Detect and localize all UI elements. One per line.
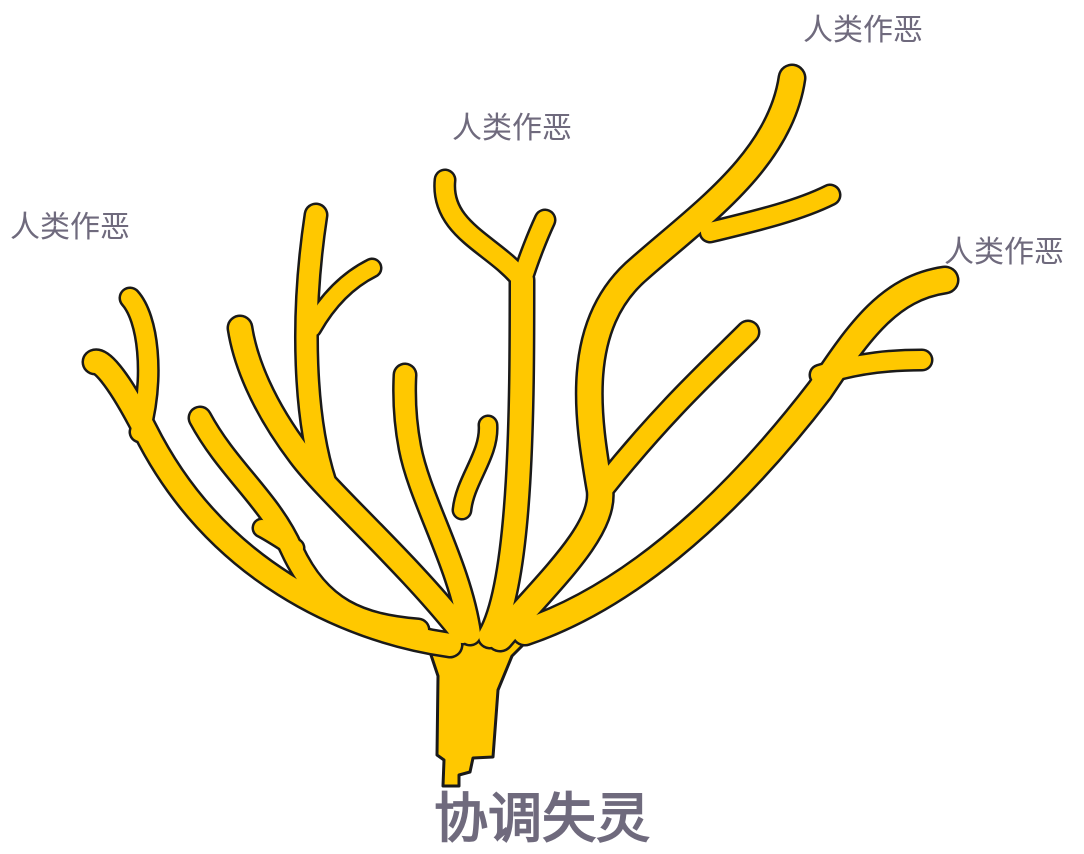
twig-right-1 — [701, 186, 839, 241]
trunk-base — [423, 635, 530, 788]
label-left: 人类作恶 — [10, 210, 130, 245]
label-top-right: 人类作恶 — [803, 13, 923, 48]
label-center: 人类作恶 — [452, 111, 572, 146]
label-right: 人类作恶 — [944, 235, 1064, 270]
tree-trunk — [423, 635, 530, 788]
branch-right-3 — [513, 268, 957, 644]
twig-left-4 — [304, 260, 380, 336]
branch-mid-left — [394, 365, 480, 644]
branch-left-4 — [296, 205, 335, 492]
twig-center-right — [513, 211, 554, 289]
branch-right-2 — [593, 322, 758, 498]
branch-left-3 — [229, 317, 473, 643]
twig-mid-left — [454, 417, 497, 518]
tree-branches — [84, 66, 957, 656]
branch-center — [479, 269, 533, 647]
twig-left-2 — [254, 520, 303, 556]
twig-center-left — [435, 171, 531, 289]
twig-far-left — [121, 289, 158, 441]
diagram-title: 协调失灵 — [434, 787, 650, 850]
twig-right-3 — [811, 351, 931, 384]
branch-right-1 — [488, 66, 804, 650]
